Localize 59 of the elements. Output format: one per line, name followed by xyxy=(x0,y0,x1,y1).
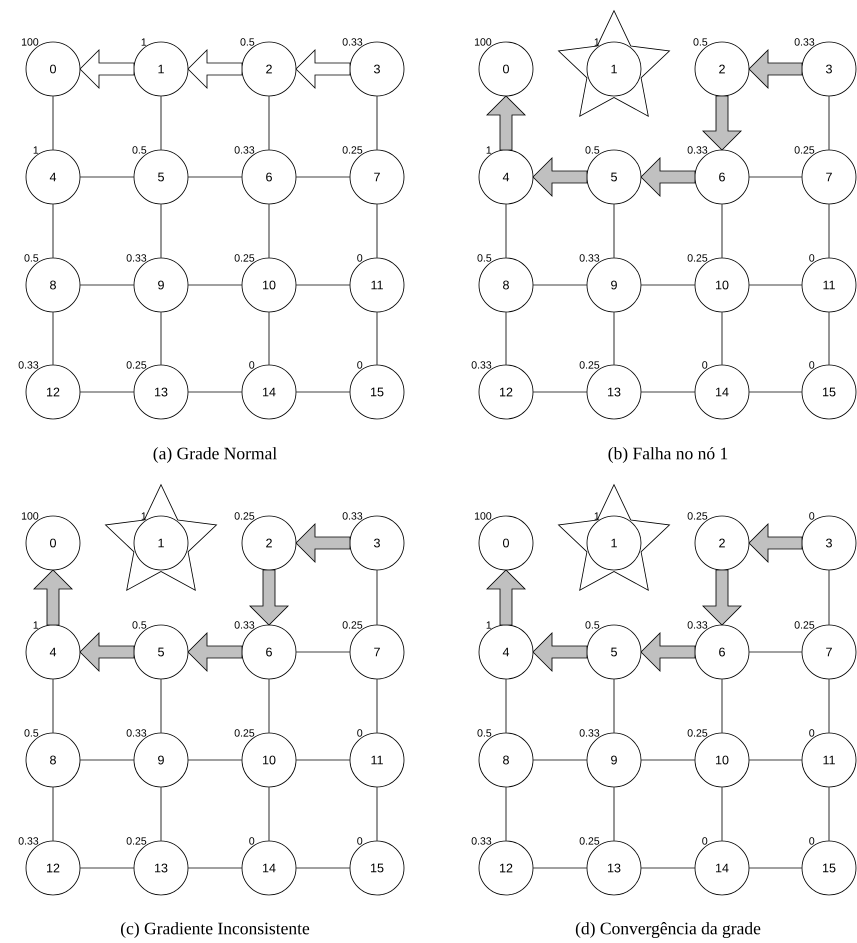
grid-line xyxy=(376,570,378,625)
grid-line xyxy=(268,96,270,150)
grid-line xyxy=(52,96,54,150)
grid-line xyxy=(828,570,830,625)
grid-line xyxy=(160,96,162,150)
block-arrow xyxy=(79,632,134,672)
grid-line xyxy=(376,96,378,150)
grid-line xyxy=(828,96,830,150)
block-arrow xyxy=(187,632,242,672)
grid-line xyxy=(52,679,54,733)
block-arrow xyxy=(295,49,350,90)
grid-line xyxy=(268,312,270,365)
grid-line xyxy=(268,679,270,733)
grid-line xyxy=(749,176,802,178)
subfigure-caption: (b) Falha no nó 1 xyxy=(608,447,728,463)
grid-line xyxy=(52,312,54,365)
grid-line xyxy=(376,312,378,365)
grid-line xyxy=(160,312,162,365)
subfigure-caption: (d) Convergência da grade xyxy=(576,922,760,938)
grid-line xyxy=(268,204,270,258)
grid-line xyxy=(376,679,378,733)
block-arrow xyxy=(532,157,588,197)
block-arrow xyxy=(486,569,526,626)
block-arrow xyxy=(748,523,802,564)
grid-line xyxy=(296,176,350,178)
grid-line xyxy=(296,284,350,286)
subfigure-caption: (c) Gradiente Inconsistente xyxy=(121,922,310,938)
grid-line xyxy=(376,204,378,258)
grid-line xyxy=(188,284,242,286)
block-arrow xyxy=(702,96,742,151)
grid-line xyxy=(828,312,830,365)
grid-line xyxy=(533,284,587,286)
grid-line xyxy=(641,284,695,286)
grid-line xyxy=(160,679,162,733)
grid-line xyxy=(80,284,134,286)
grid-line xyxy=(828,787,830,841)
grid-line xyxy=(80,176,134,178)
block-arrow xyxy=(640,632,696,672)
grid-line xyxy=(188,176,242,178)
block-arrow xyxy=(486,95,526,150)
block-arrow xyxy=(79,49,134,90)
block-arrow xyxy=(748,49,802,90)
block-arrow xyxy=(295,523,350,564)
grid-line xyxy=(52,204,54,258)
subfigure-caption: (a) Grade Normal xyxy=(154,447,277,463)
grid-line xyxy=(376,787,378,841)
grid-line xyxy=(828,679,830,733)
grid-line xyxy=(52,787,54,841)
grid-line xyxy=(268,787,270,841)
block-arrow xyxy=(640,157,696,197)
grid-line xyxy=(160,204,162,258)
grid-line xyxy=(828,204,830,258)
block-arrow xyxy=(249,570,290,626)
block-arrow xyxy=(187,49,242,90)
block-arrow xyxy=(532,632,588,672)
block-arrow xyxy=(33,569,73,626)
grid-line xyxy=(160,787,162,841)
block-arrow xyxy=(702,570,742,626)
grid-line xyxy=(749,284,802,286)
